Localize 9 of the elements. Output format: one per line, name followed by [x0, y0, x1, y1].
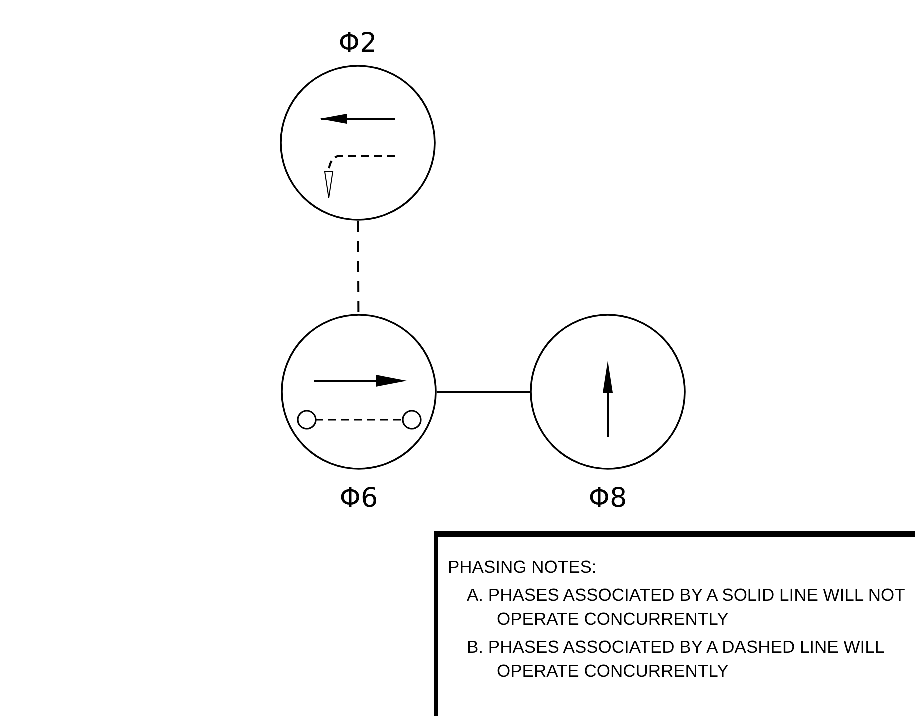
phase-label: Φ2: [338, 28, 378, 60]
note-text: B. PHASES ASSOCIATED BY A DASHED LINE WILL OPERATE CONCURRENTLY: [466, 636, 885, 683]
phase-label: Φ8: [588, 483, 628, 515]
notes-heading: PHASING NOTES:: [448, 556, 598, 579]
notes-panel: [434, 531, 915, 716]
phase-label: Φ6: [340, 483, 378, 515]
dashed-connector: [357, 221, 360, 314]
note-text: A. PHASES ASSOCIATED BY A SOLID LINE WILL NOT OPERATE CONCURRENTLY: [466, 584, 906, 631]
connector-line: [437, 391, 530, 393]
